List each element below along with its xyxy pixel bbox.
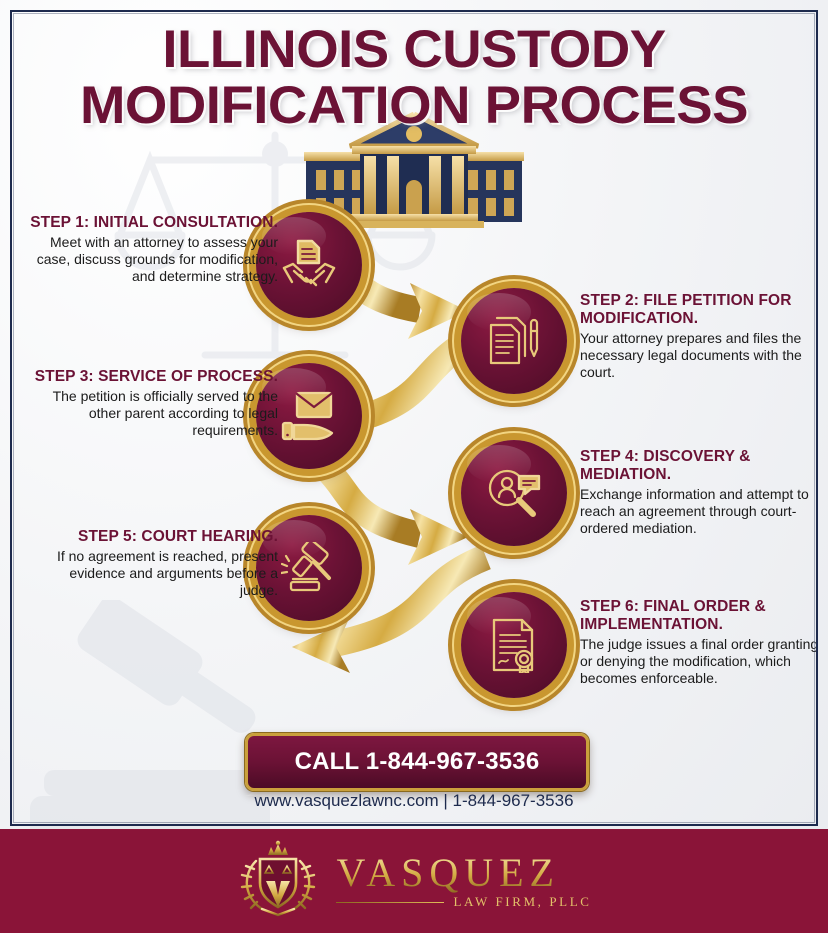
step-5: STEP 5: COURT HEARING. If no agreement i… <box>30 528 278 599</box>
step-5-heading: STEP 5: COURT HEARING. <box>78 528 278 545</box>
page-title: ILLINOIS CUSTODY MODIFICATION PROCESS <box>0 22 828 134</box>
certificate-seal-icon <box>461 592 567 698</box>
title-line-2: MODIFICATION PROCESS <box>79 76 749 135</box>
step-1-body: Meet with an attorney to assess your cas… <box>36 234 278 284</box>
step-1-heading: STEP 1: INITIAL CONSULTATION. <box>30 214 278 231</box>
logo-divider <box>336 901 445 903</box>
step-5-body: If no agreement is reached, present evid… <box>56 548 278 598</box>
footer-logo-text: VASQUEZ LAW FIRM, PLLC <box>336 852 591 910</box>
step-2-body: Your attorney prepares and files the nec… <box>580 330 802 380</box>
step-3: STEP 3: SERVICE OF PROCESS. The petition… <box>30 368 278 439</box>
call-cta-label: CALL 1-844-967-3536 <box>294 748 540 775</box>
documents-pen-icon <box>461 288 567 394</box>
step-3-heading: STEP 3: SERVICE OF PROCESS. <box>34 368 278 385</box>
step-2: STEP 2: FILE PETITION FOR MODIFICATION. … <box>580 292 828 381</box>
envelope-hand-icon <box>256 363 362 469</box>
firm-subtitle: LAW FIRM, PLLC <box>453 894 592 909</box>
step-1: STEP 1: INITIAL CONSULTATION. Meet with … <box>30 214 278 285</box>
step-4-body: Exchange information and attempt to reac… <box>580 486 809 536</box>
firm-name: VASQUEZ <box>336 850 560 895</box>
title-line-1: ILLINOIS CUSTODY <box>162 20 666 79</box>
magnifier-person-chat-icon <box>461 440 567 546</box>
footer-bar: VASQUEZ LAW FIRM, PLLC <box>0 829 828 933</box>
step-4: STEP 4: DISCOVERY & MEDIATION. Exchange … <box>580 448 828 537</box>
step-6-heading: STEP 6: FINAL ORDER & IMPLEMENTATION. <box>580 598 766 633</box>
vasquez-crest-icon <box>236 839 320 924</box>
step-3-body: The petition is officially served to the… <box>52 388 278 438</box>
gavel-icon <box>256 515 362 621</box>
call-cta-button[interactable]: CALL 1-844-967-3536 <box>245 733 589 791</box>
step-4-heading: STEP 4: DISCOVERY & MEDIATION. <box>580 448 751 483</box>
step-6-body: The judge issues a final order granting … <box>580 636 819 686</box>
contact-line[interactable]: www.vasquezlawnc.com | 1-844-967-3536 <box>254 791 574 810</box>
step-2-heading: STEP 2: FILE PETITION FOR MODIFICATION. <box>580 292 792 327</box>
step-6: STEP 6: FINAL ORDER & IMPLEMENTATION. Th… <box>580 598 828 687</box>
